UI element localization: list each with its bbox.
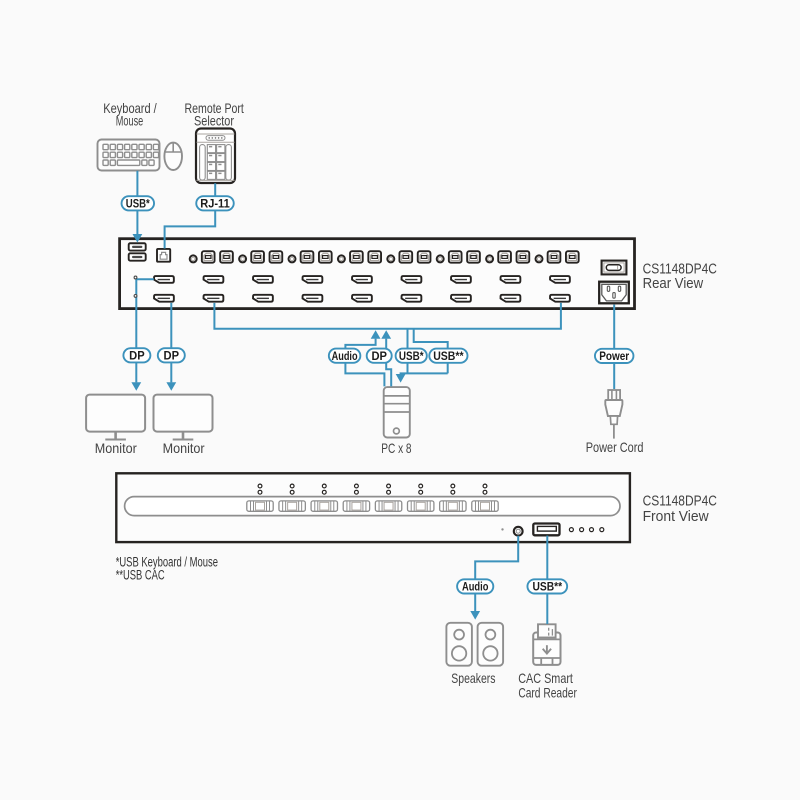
svg-text:DP: DP bbox=[164, 349, 180, 363]
svg-text:RJ-11: RJ-11 bbox=[200, 197, 230, 211]
svg-text:USB**: USB** bbox=[433, 349, 464, 363]
svg-text:Audio: Audio bbox=[332, 349, 358, 363]
svg-text:**USB CAC: **USB CAC bbox=[116, 567, 165, 582]
svg-text:Audio: Audio bbox=[462, 580, 488, 594]
svg-text:DP: DP bbox=[371, 349, 387, 363]
svg-text:USB*: USB* bbox=[126, 197, 150, 211]
svg-text:Card Reader: Card Reader bbox=[518, 684, 577, 700]
svg-text:DP: DP bbox=[129, 349, 145, 363]
svg-text:CAC Smart: CAC Smart bbox=[518, 670, 573, 686]
svg-text:Selector: Selector bbox=[194, 112, 234, 128]
svg-text:Monitor: Monitor bbox=[95, 440, 137, 456]
svg-text:USB*: USB* bbox=[399, 349, 424, 363]
svg-text:Keyboard /: Keyboard / bbox=[103, 100, 157, 116]
svg-text:CS1148DP4C: CS1148DP4C bbox=[643, 492, 717, 509]
svg-text:Speakers: Speakers bbox=[451, 670, 495, 686]
svg-text:USB**: USB** bbox=[532, 580, 562, 594]
svg-text:*USB Keyboard / Mouse: *USB Keyboard / Mouse bbox=[116, 555, 218, 570]
svg-text:Remote Port: Remote Port bbox=[185, 100, 244, 116]
svg-text:Mouse: Mouse bbox=[116, 112, 144, 128]
svg-text:Power: Power bbox=[599, 349, 629, 363]
svg-text:CS1148DP4C: CS1148DP4C bbox=[643, 260, 717, 277]
svg-text:PC x 8: PC x 8 bbox=[381, 440, 411, 456]
svg-text:Rear View: Rear View bbox=[643, 275, 704, 292]
svg-text:Monitor: Monitor bbox=[163, 440, 205, 456]
svg-text:Front View: Front View bbox=[643, 508, 709, 525]
svg-text:Power Cord: Power Cord bbox=[586, 439, 644, 455]
